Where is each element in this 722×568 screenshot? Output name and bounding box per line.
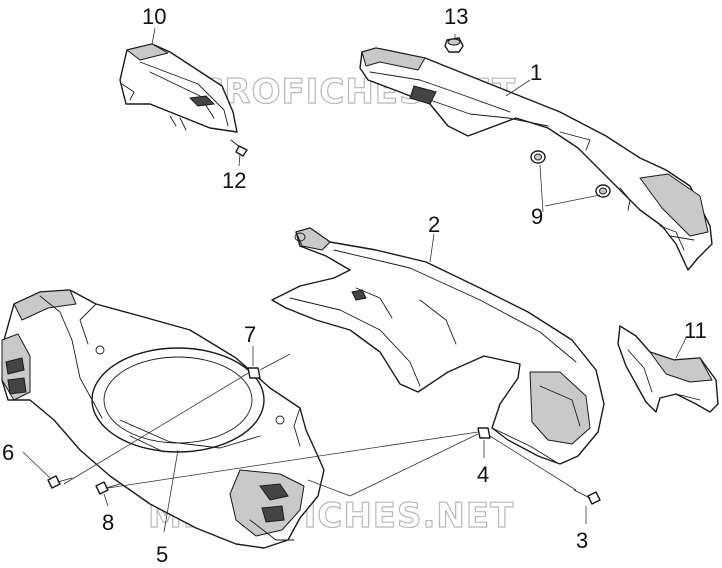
callout-3: 3 xyxy=(576,528,588,553)
callout-9: 9 xyxy=(531,204,543,229)
callout-12: 12 xyxy=(222,168,246,193)
part-1-upper-cover xyxy=(359,47,713,271)
callouts: 10 13 1 12 9 2 11 7 6 4 8 3 5 xyxy=(2,4,707,567)
part-11-side-bracket xyxy=(617,325,719,413)
callout-8: 8 xyxy=(102,510,114,535)
callout-1: 1 xyxy=(530,60,542,85)
callout-6: 6 xyxy=(2,440,14,465)
part-13-grommet xyxy=(444,34,464,53)
part-6-screw xyxy=(22,451,73,489)
callout-5: 5 xyxy=(156,542,168,567)
part-10-small-cover xyxy=(119,43,238,133)
part-12-screw xyxy=(230,139,248,167)
part-7-clip xyxy=(247,346,291,379)
part-2-front-shield xyxy=(271,227,605,465)
leader-lines xyxy=(63,27,687,533)
callout-11: 11 xyxy=(684,318,707,343)
callout-2: 2 xyxy=(428,212,440,237)
part-5-lower-housing xyxy=(1,289,325,549)
part-4-clip xyxy=(477,427,491,458)
callout-13: 13 xyxy=(444,4,468,29)
callout-7: 7 xyxy=(244,322,256,347)
part-8-screw xyxy=(95,481,121,507)
callout-4: 4 xyxy=(477,462,489,487)
callout-10: 10 xyxy=(142,4,166,29)
part-9-grommets xyxy=(530,150,611,213)
part-3-screw xyxy=(573,489,601,524)
